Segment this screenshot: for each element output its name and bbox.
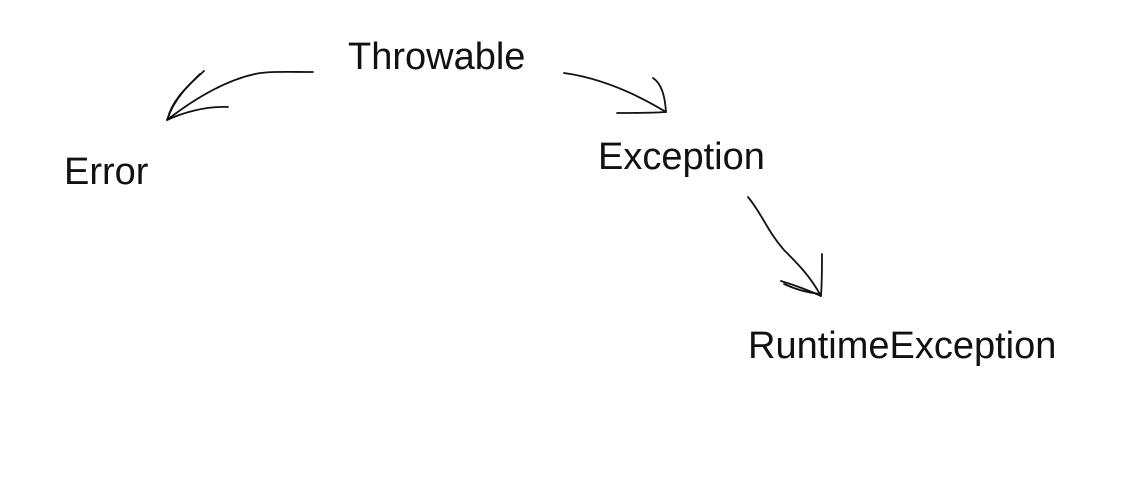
- edge-line: [166, 70, 314, 121]
- arrowhead: [780, 253, 823, 297]
- node-error: Error: [64, 151, 149, 193]
- edge-throwable-to-exception: [563, 72, 667, 114]
- node-throwable: Throwable: [348, 36, 526, 78]
- edge-line: [747, 196, 822, 297]
- node-exception: Exception: [598, 136, 765, 178]
- arrowhead: [616, 77, 667, 114]
- node-runtime-exception: RuntimeException: [748, 325, 1057, 367]
- edge-line: [563, 72, 667, 113]
- arrowhead: [166, 70, 229, 121]
- edge-exception-to-runtime: [747, 196, 823, 297]
- arrowhead-stroke: [167, 73, 201, 119]
- edge-throwable-to-error: [166, 70, 314, 121]
- arrowhead-stroke: [783, 283, 821, 295]
